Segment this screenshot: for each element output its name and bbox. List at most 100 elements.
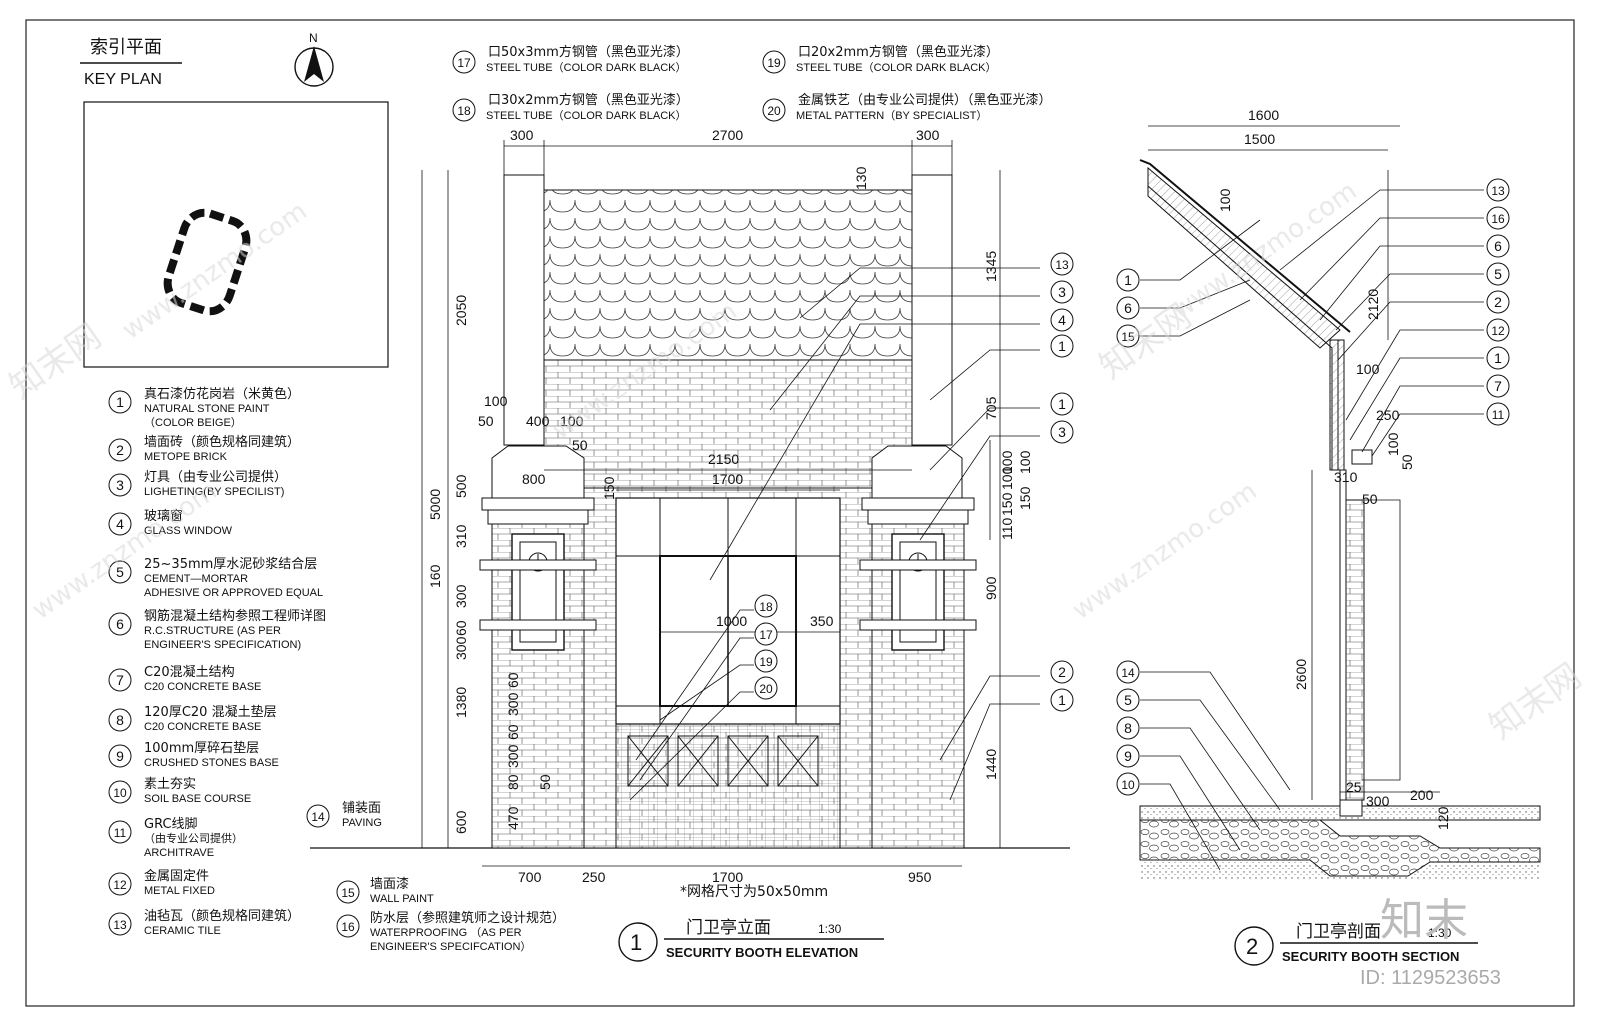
dimension-label: 250 [1376,407,1400,423]
callout-number: 5 [116,564,124,580]
callout-number: 16 [341,920,355,934]
callout-number: 13 [113,918,127,932]
callout-number: 20 [759,682,773,696]
section-callout: 7 [1486,374,1510,398]
dimension-label: 50 [537,774,553,790]
dimension-label: 705 [983,396,999,420]
watermark-brand-1: 知末网 [2,316,108,407]
elevation-callout: 1 [1050,688,1074,712]
callout-number: 3 [1058,284,1066,300]
elevation-callout: 2 [1050,660,1074,684]
dimension-label: 300 [510,127,534,143]
legend-label-cn: 防水层（参照建筑师之设计规范） [370,910,565,926]
callout-number: 8 [116,712,124,728]
legend-label-cn: 25~35mm厚水泥砂浆结合层 [144,557,317,572]
legend-label-en: ADHESIVE OR APPROVED EQUAL [144,587,323,599]
left-pillar [479,445,597,849]
dimension-label: 300 [916,127,940,143]
section-drawing [1139,125,1541,880]
callout-number: 3 [116,477,124,493]
legend-label-cn: 口50x3mm方钢管（黑色亚光漆） [488,44,689,60]
legend-label-cn: 口30x2mm方钢管（黑色亚光漆） [488,92,689,108]
watermark-site-3: www.znzmo.com [1067,476,1263,626]
watermark-brand-2: 知末网 [1092,296,1198,387]
elevation-callout: 20 [754,676,778,700]
legend-number: 18 [452,98,476,122]
dimension-label: 300 [505,744,521,768]
legend-label-cn: 120厚C20 混凝土垫层 [144,704,277,720]
legend-label-en: ENGINEER'S SPECIFICATION) [144,639,301,651]
north-label: N [309,31,318,45]
elevation-callout: 1 [1050,392,1074,416]
legend-label-cn: 真石漆仿花岗岩（米黄色） [144,386,300,402]
dimension-label: 2600 [1293,659,1309,690]
elevation-drawing [310,140,1070,867]
dimension-label: 2050 [453,295,469,326]
callout-number: 9 [1124,748,1132,764]
legend-label-en: C20 CONCRETE BASE [144,681,261,693]
dimension-label: 25 [1346,779,1362,795]
section-callout: 1 [1486,346,1510,370]
legend-label-en: METAL FIXED [144,885,215,897]
callout-number: 12 [113,878,127,892]
legend-number: 2 [108,438,132,462]
legend-number: 4 [108,512,132,536]
legend-label-en: ENGINEER'S SPECIFCATION） [370,940,531,953]
dimension-label: 470 [505,806,521,830]
dimension-label: 1500 [1244,131,1275,147]
callout-number: 12 [1491,324,1505,338]
callout-number: 1 [1124,272,1132,288]
dimension-label: 50 [572,437,588,453]
callout-number: 17 [759,628,773,642]
elevation-callout: 19 [754,649,778,673]
callout-number: 9 [116,748,124,764]
section-title: 2 门卫亭剖面 1:30 SECURITY BOOTH SECTION [1234,922,1478,966]
legend-label-en: STEEL TUBE（COLOR DARK BLACK） [796,61,997,74]
dimension-label: 300 [1366,793,1390,809]
section-callout: 15 [1116,324,1140,348]
dimension-label: 1700 [712,869,743,885]
elevation-callout: 18 [754,594,778,618]
callout-number: 10 [1121,778,1135,792]
elevation-callout: 17 [754,622,778,646]
section-annotations: 1600150010021201002501005031050260025300… [1116,107,1510,830]
legend-number: 8 [108,708,132,732]
callout-number: 19 [759,655,773,669]
callout-number: 13 [1055,258,1069,272]
watermark-site-5: www.znzmo.com [27,476,223,626]
dimension-label: 500 [453,474,469,498]
legend-label-cn: 100mm厚碎石垫层 [144,740,259,756]
legend-label-cn: 油毡瓦（颜色规格同建筑） [144,908,300,924]
dimension-label: 2150 [708,451,739,467]
dimension-label: 250 [582,869,606,885]
legend-label-en: NATURAL STONE PAINT [144,403,270,415]
legend-number: 13 [108,912,132,936]
grid-note: *网格尺寸为50x50mm [680,884,828,900]
section-callout: 1 [1116,268,1140,292]
dimension-label: 100 [1356,361,1380,377]
dimension-label: 1345 [983,251,999,282]
key-plan-title-cn: 索引平面 [90,37,162,58]
callout-number: 6 [116,616,124,632]
watermark-logo: 知末 [1380,895,1468,946]
legend-label-en: STEEL TUBE（COLOR DARK BLACK） [486,61,687,74]
legend-label-cn: 墙面砖（颜色规格同建筑） [144,434,300,450]
legend-number: 5 [108,560,132,584]
legend-number: 1 [108,390,132,414]
dimension-label: 100 [484,393,508,409]
dimension-label: 50 [1362,491,1378,507]
dimension-label: 150 [999,492,1015,516]
legend-number: 19 [762,50,786,74]
section-callout: 5 [1486,262,1510,286]
legend-label-cn: 金属铁艺（由专业公司提供）（黑色亚光漆） [798,92,1052,108]
